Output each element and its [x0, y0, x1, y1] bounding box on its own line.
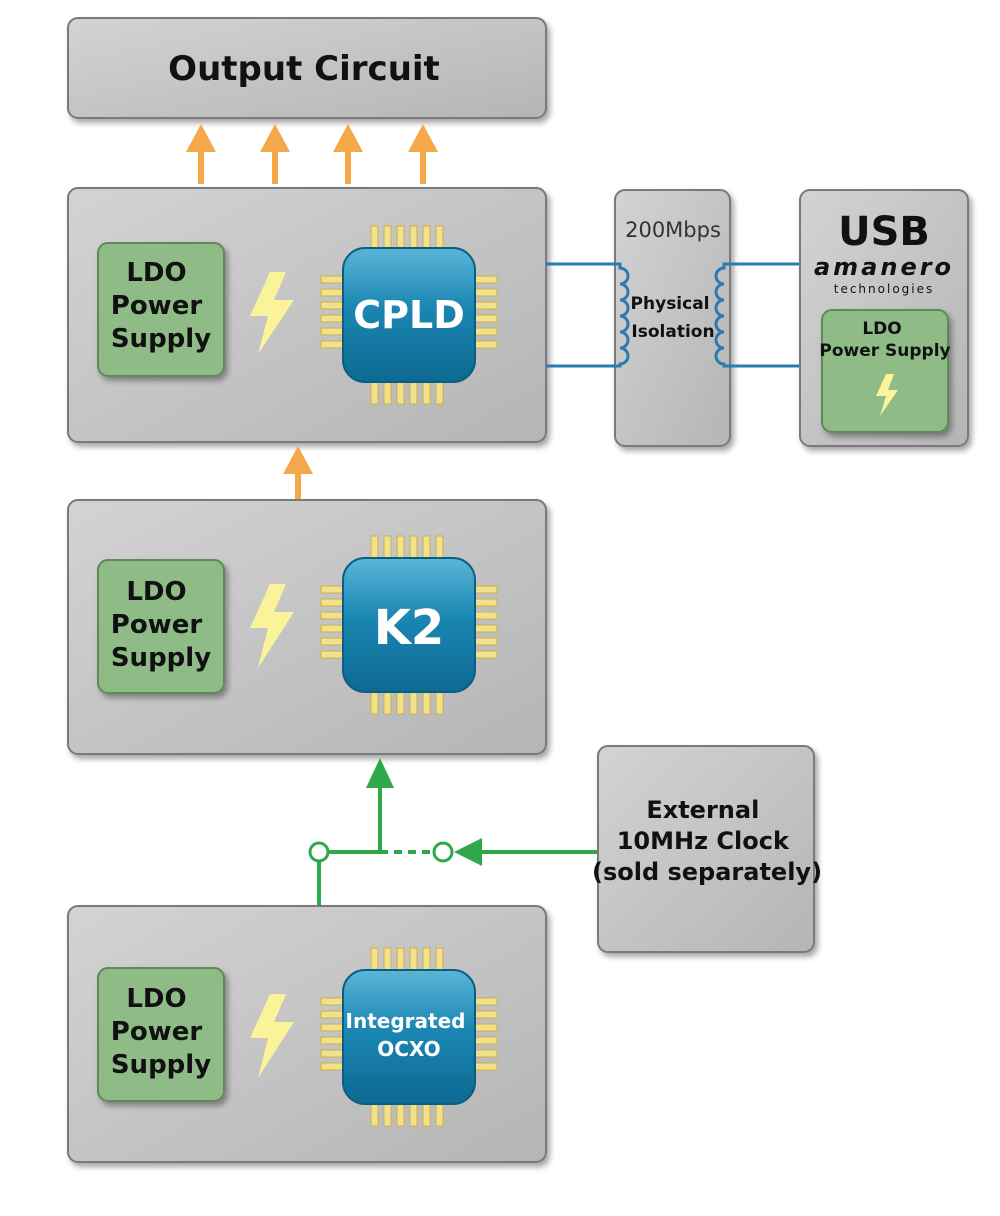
usb-module: USB amanero technologies LDO Power Suppl…	[799, 189, 969, 447]
k2-ldo-label: LDO Power Supply	[111, 577, 211, 673]
external-clock-box: External 10MHz Clock (sold separately)	[592, 745, 822, 953]
output-arrow-3	[333, 124, 363, 184]
output-circuit-title: Output Circuit	[168, 49, 440, 89]
clock-switch	[308, 758, 598, 906]
ocxo-module: LDO Power Supply	[67, 905, 547, 1163]
cpld-chip: CPLD	[320, 225, 498, 405]
output-arrow-4	[408, 124, 438, 184]
k2-chip-label: K2	[374, 600, 445, 656]
output-arrow-1	[186, 124, 216, 184]
cpld-ldo-label: LDO Power Supply	[111, 258, 211, 354]
isolation-speed: 200Mbps	[625, 218, 721, 242]
switch-terminal-internal	[308, 841, 330, 863]
ocxo-chip-label: Integrated OCXO	[346, 1009, 473, 1061]
isolation-lines	[546, 262, 800, 368]
ocxo-ldo-box	[97, 967, 225, 1102]
usb-title: USB	[838, 209, 930, 255]
output-arrow-2	[260, 124, 290, 184]
external-clock-arrowhead	[454, 838, 482, 866]
primary-coil	[546, 262, 630, 368]
output-circuit-box: Output Circuit	[67, 17, 547, 119]
k2-chip: K2	[320, 535, 498, 715]
cpld-module: LDO Power Supply	[67, 187, 547, 443]
lightning-bolt-icon	[876, 374, 898, 416]
cpld-chip-label: CPLD	[353, 293, 465, 337]
usb-ldo-box	[821, 309, 949, 433]
external-clock-label: External 10MHz Clock (sold separately)	[592, 796, 822, 886]
ocxo-chip: Integrated OCXO	[320, 947, 498, 1127]
chip-pins-left	[320, 275, 344, 349]
lightning-bolt-icon	[250, 272, 294, 354]
lightning-bolt-icon	[250, 994, 294, 1078]
chip-pins-top	[370, 535, 444, 559]
chip-pins-bottom	[370, 1103, 444, 1127]
k2-cpld-arrow	[283, 446, 313, 502]
secondary-coil	[714, 262, 800, 368]
isolation-box: 200Mbps Physical Isolation	[614, 189, 731, 447]
clock-to-k2-arrowhead	[366, 758, 394, 788]
amanero-logo-sub: technologies	[834, 282, 935, 296]
switch-terminal-external	[432, 841, 454, 863]
k2-ldo-box	[97, 559, 225, 694]
cpld-ldo-box	[97, 242, 225, 377]
lightning-bolt-icon	[250, 584, 294, 668]
isolation-label: Physical Isolation	[631, 294, 716, 342]
cpld-output-arrows	[186, 124, 438, 184]
chip-pins-bottom	[370, 381, 444, 405]
k2-module: LDO Power Supply	[67, 499, 547, 755]
amanero-logo: amanero	[814, 253, 954, 281]
usb-ldo-label: LDO Power Supply	[819, 319, 950, 361]
ocxo-ldo-label: LDO Power Supply	[111, 984, 211, 1080]
chip-pins-bottom	[370, 691, 444, 715]
